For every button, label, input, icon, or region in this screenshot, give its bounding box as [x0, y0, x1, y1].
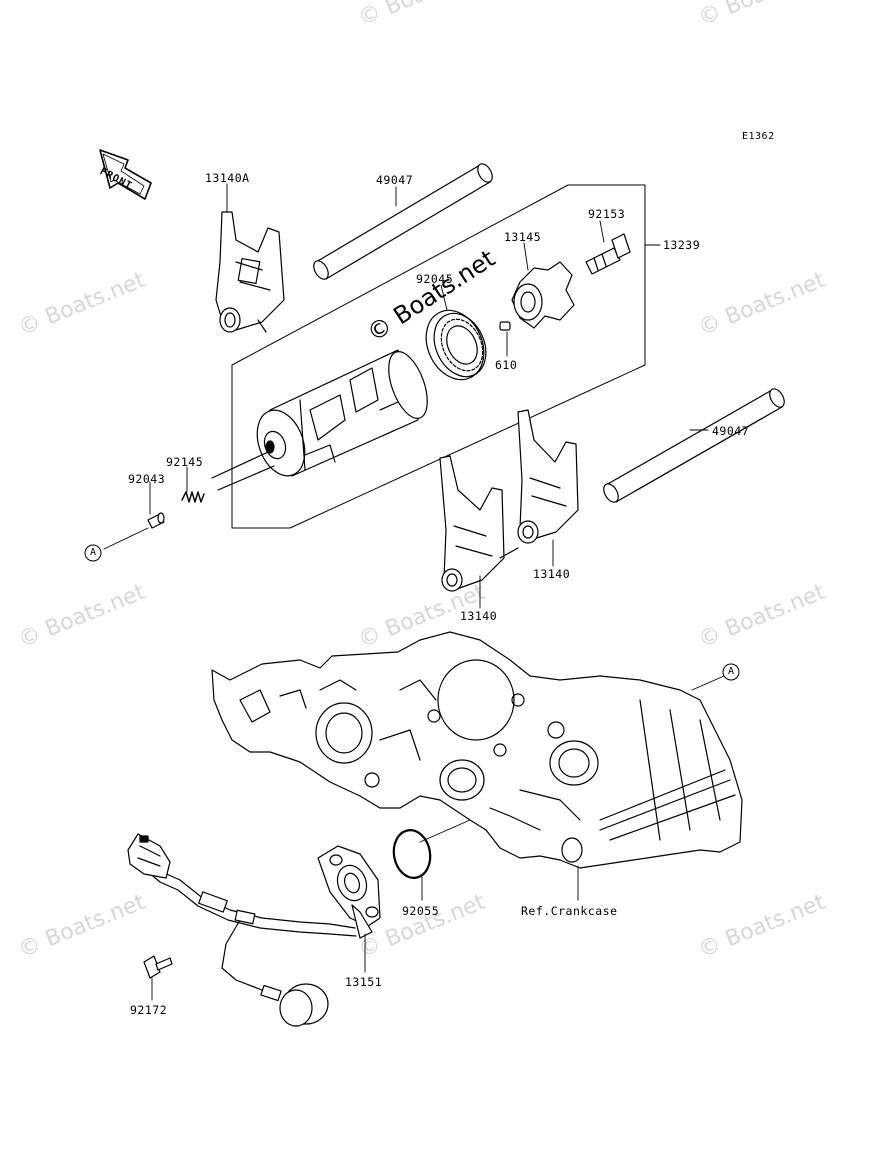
- part-label-ref-crankcase: Ref.Crankcase: [521, 904, 618, 918]
- gear-position-sensor-13151: [317, 845, 381, 939]
- shift-rod-49047-top: [313, 163, 493, 280]
- part-label-92043: 92043: [128, 472, 166, 486]
- sensor-cap: [260, 983, 329, 1027]
- part-label-92055: 92055: [402, 904, 440, 918]
- part-label-13239: 13239: [663, 238, 701, 252]
- part-label-92145: 92145: [166, 455, 204, 469]
- o-ring-92055: [392, 829, 432, 879]
- shift-fork-13140-right: [517, 409, 579, 544]
- part-label-92153: 92153: [588, 207, 626, 221]
- shift-fork-13140a: [215, 211, 285, 333]
- figure-code: E1362: [742, 131, 775, 142]
- shift-drum-cam-13145: [511, 261, 575, 329]
- connector-plug: [127, 833, 171, 879]
- leader-lines: [103, 183, 725, 1001]
- part-label-13140a: 13140A: [205, 171, 250, 185]
- wiring-harness: [147, 859, 357, 995]
- bolt-92172: [143, 955, 173, 979]
- front-arrow-icon: [99, 149, 152, 200]
- bolt-92153: [585, 233, 631, 275]
- part-label-49047-top: 49047: [376, 173, 414, 187]
- part-label-49047-right: 49047: [712, 424, 750, 438]
- part-label-13145: 13145: [504, 230, 542, 244]
- shift-rod-49047-right: [603, 388, 785, 503]
- part-label-92045: 92045: [416, 272, 454, 286]
- shift-drum: [256, 349, 428, 477]
- part-label-13151: 13151: [345, 975, 383, 989]
- pin-610: [499, 321, 511, 331]
- ref-marker-a-left: [84, 544, 102, 562]
- detent-pin-92043: [147, 512, 165, 529]
- assembly-bracket-13239: [231, 184, 661, 529]
- ref-marker-a-right: [722, 663, 740, 681]
- part-label-610: 610: [495, 358, 518, 372]
- part-label-13140-center: 13140: [460, 609, 498, 623]
- bearing-92045: [425, 309, 487, 381]
- part-label-92172: 92172: [130, 1003, 168, 1017]
- crankcase-outline: [211, 631, 743, 869]
- spring-92145: [181, 491, 205, 503]
- part-label-13140-right: 13140: [533, 567, 571, 581]
- ref-marker-a-left-text: A: [90, 547, 97, 558]
- shift-drum-shaft: [211, 451, 275, 491]
- shift-fork-13140-center: [439, 455, 519, 592]
- ref-marker-a-right-text: A: [728, 666, 735, 677]
